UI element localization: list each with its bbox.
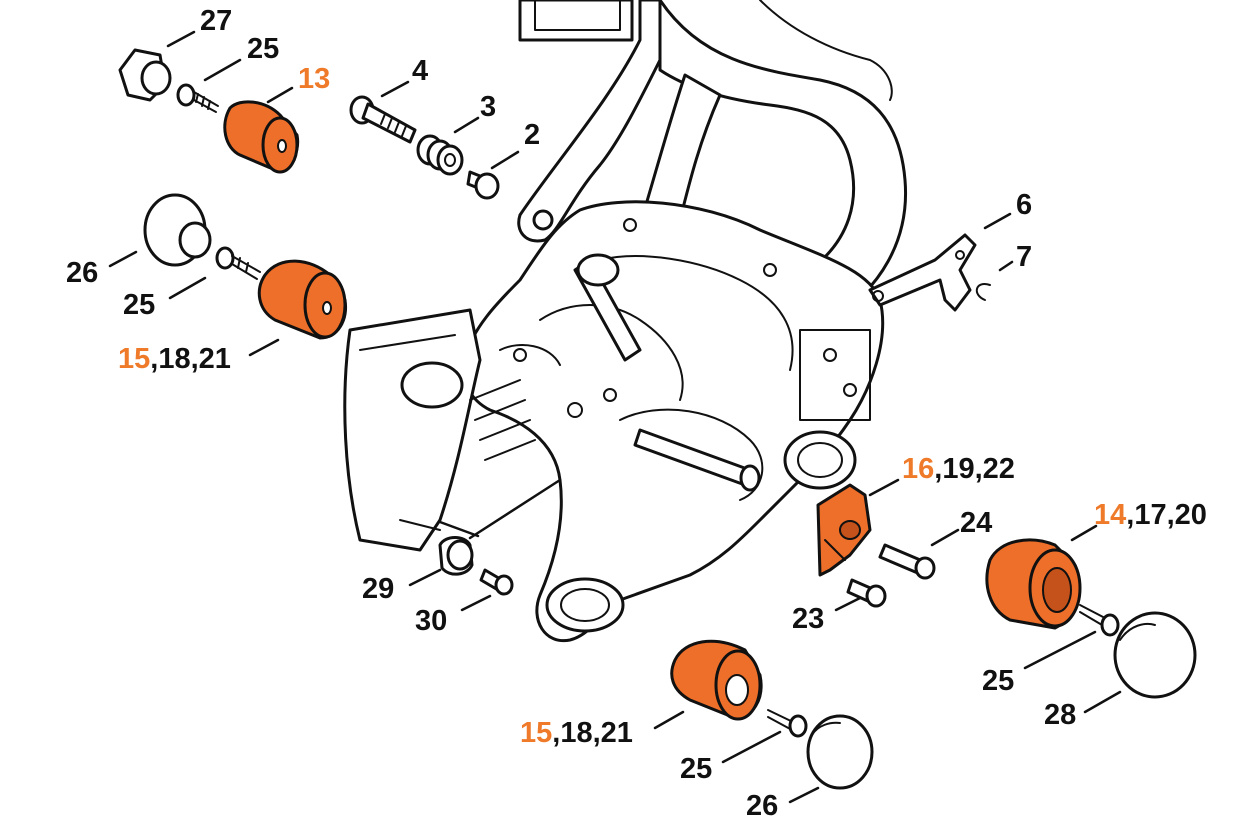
label-25-bottom: 25 <box>680 753 712 785</box>
part-labels: 27 25 13 4 3 2 6 7 26 25 15,18,21 16,19,… <box>66 5 1207 822</box>
label-25-left: 25 <box>123 289 155 321</box>
label-2: 2 <box>524 119 540 151</box>
part-25-screw-top <box>176 83 219 113</box>
part-26-cap-bottom <box>806 714 874 790</box>
part-14-buffer-right <box>985 538 1082 630</box>
part-25-screw-left <box>215 246 261 280</box>
label-13: 13 <box>298 63 330 95</box>
label-7: 7 <box>1016 241 1032 273</box>
part-16-bracket <box>816 483 872 577</box>
part-13-buffer <box>223 100 300 174</box>
label-14: 14,17,20 <box>1094 499 1207 531</box>
engine-housing <box>343 0 908 643</box>
label-24: 24 <box>960 507 992 539</box>
label-15-bottom: 15,18,21 <box>520 717 633 749</box>
part-7-clip <box>975 283 991 301</box>
label-26-left: 26 <box>66 257 98 289</box>
part-3-spring <box>416 134 464 176</box>
part-2-screw <box>466 170 500 200</box>
part-25-screw-right <box>1079 604 1120 637</box>
leader-lines <box>108 30 1122 804</box>
label-23: 23 <box>792 603 824 635</box>
part-24-screw <box>878 543 936 580</box>
part-15-buffer-bottom <box>670 639 763 721</box>
part-6-lever <box>868 233 977 312</box>
part-28-cap <box>1113 611 1197 699</box>
part-25-screw-bottom <box>767 709 808 738</box>
label-15-left: 15,18,21 <box>118 343 231 375</box>
label-6: 6 <box>1016 189 1032 221</box>
label-27: 27 <box>200 5 232 37</box>
label-26-bottom: 26 <box>746 790 778 822</box>
part-27-flange <box>118 48 172 102</box>
label-29: 29 <box>362 573 394 605</box>
label-28: 28 <box>1044 699 1076 731</box>
label-25-top: 25 <box>247 33 279 65</box>
label-25-right: 25 <box>982 665 1014 697</box>
part-4-bolt <box>349 95 417 144</box>
label-3: 3 <box>480 91 496 123</box>
label-16: 16,19,22 <box>902 453 1015 485</box>
part-15-buffer-left <box>257 259 348 340</box>
part-29-sleeve <box>438 536 474 576</box>
part-26-flange-left <box>143 193 212 267</box>
part-23-screw <box>846 578 887 608</box>
label-30: 30 <box>415 605 447 637</box>
part-30-screw <box>479 568 514 596</box>
label-4: 4 <box>412 55 428 87</box>
